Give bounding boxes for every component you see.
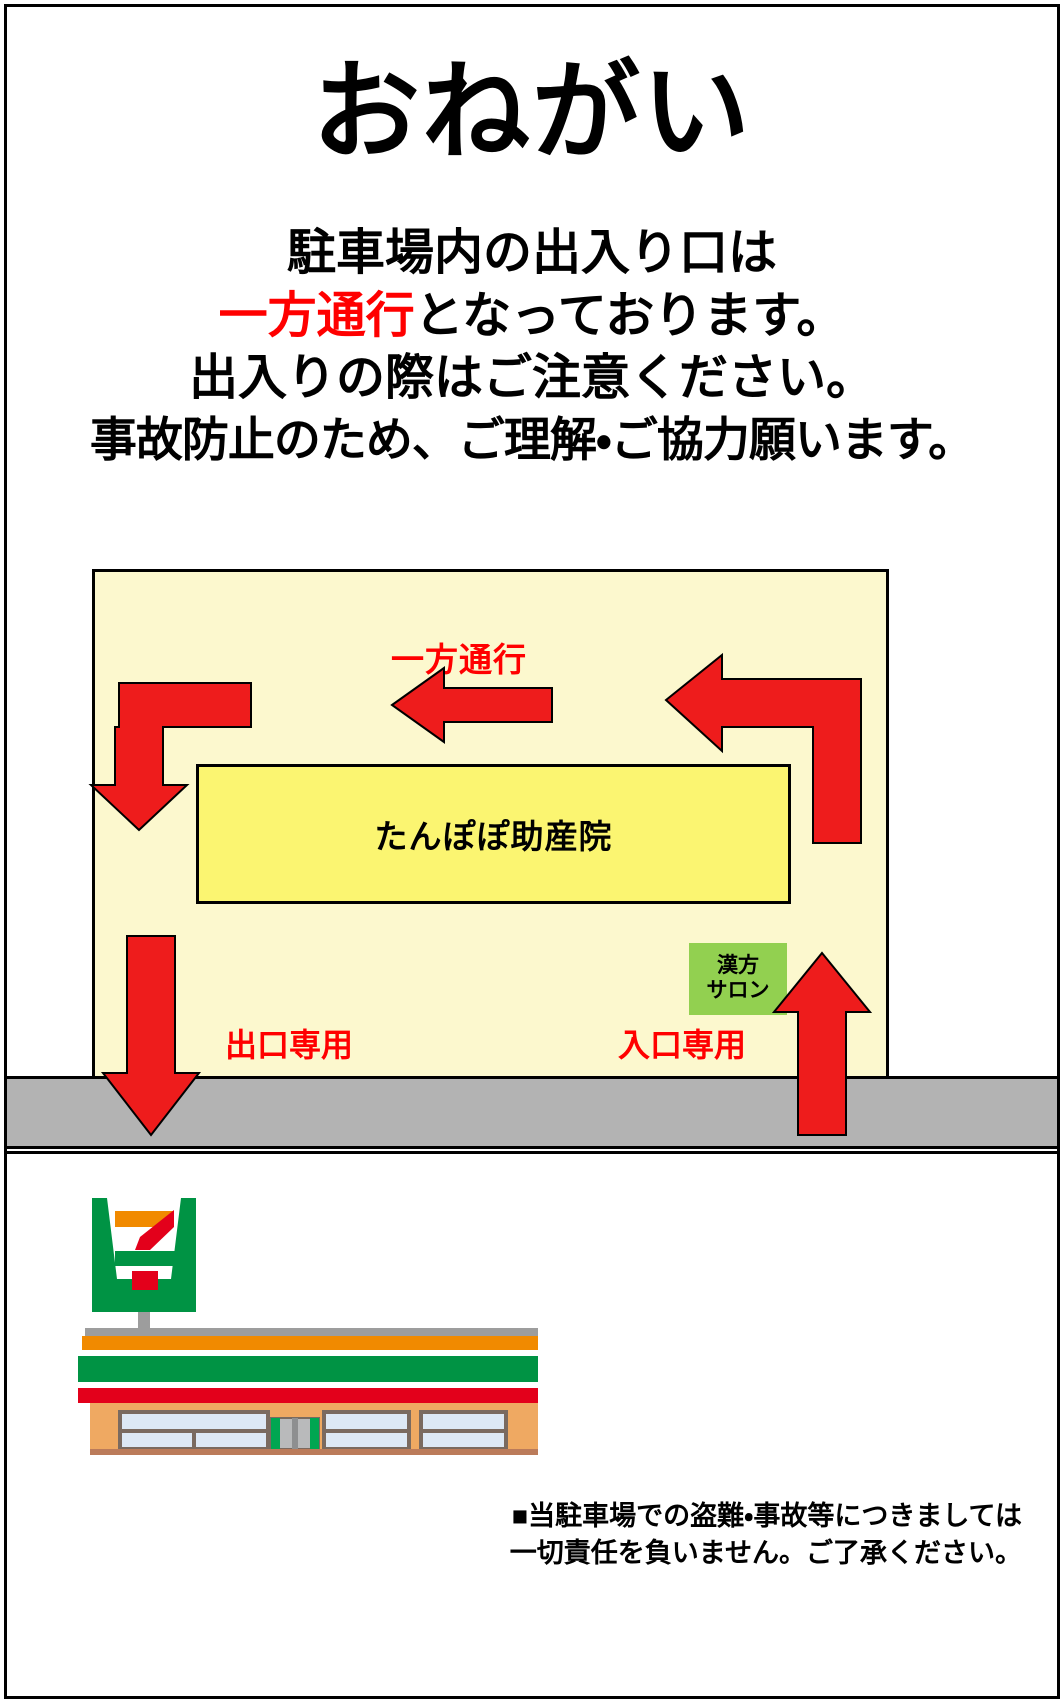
page-title: おねがい xyxy=(311,51,752,172)
store-base xyxy=(90,1449,538,1455)
facade-band-red xyxy=(78,1388,538,1403)
sign-pole xyxy=(138,1312,150,1330)
disclaimer-line-1: ■当駐車場での盗難・事故等につきましては xyxy=(511,1501,1022,1531)
oneway-highlight: 一方通行 xyxy=(218,288,415,343)
disclaimer-line-2: 一切責任を負いません。ご了承ください。 xyxy=(509,1538,1022,1569)
oneway-caption: 一方通行 xyxy=(391,641,527,678)
notice-line-3: 出入りの際はご注意ください。 xyxy=(188,351,875,406)
exit-only-label: 出口専用 xyxy=(225,1027,354,1063)
salon-label-line2: サロン xyxy=(706,979,770,1002)
headline-area: おねがい xyxy=(0,51,1064,172)
notice-body: 駐車場内の出入り口は 一方通行となっております。 出入りの際はご注意ください。 … xyxy=(0,222,1064,470)
convenience-store-illustration xyxy=(78,1198,538,1455)
store-window-left xyxy=(118,1410,270,1451)
parking-lot-diagram: 一方通行 たんぽぽ助産院 漢方 サロン 出口専用 入口専用 xyxy=(92,569,889,1081)
facade-band-green xyxy=(78,1356,538,1382)
entrance-only-label: 入口専用 xyxy=(618,1027,747,1063)
notice-line-1: 駐車場内の出入り口は xyxy=(286,226,777,280)
store-window-center xyxy=(322,1410,411,1451)
section-divider xyxy=(7,1151,1057,1154)
store-window-right xyxy=(419,1410,508,1451)
clinic-label: たんぽぽ助産院 xyxy=(374,818,613,855)
clinic-building: たんぽぽ助産院 xyxy=(196,764,791,904)
kampo-salon-building: 漢方 サロン xyxy=(689,943,787,1015)
notice-line-2-rest: となっております。 xyxy=(414,288,846,343)
street-strip xyxy=(7,1076,1057,1149)
notice-line-4: 事故防止のため、ご理解・ご協力願います。 xyxy=(89,413,975,467)
salon-label-line1: 漢方 xyxy=(717,954,759,978)
store-entrance-door xyxy=(270,1417,320,1450)
disclaimer-block: ■当駐車場での盗難・事故等につきましては 一切責任を負いません。ご了承ください。 xyxy=(0,1498,1040,1573)
notice-line-2: 一方通行となっております。 xyxy=(0,285,1064,348)
facade-band-orange xyxy=(82,1336,538,1350)
store-roof-edge xyxy=(85,1328,538,1336)
seven-eleven-logo xyxy=(92,1198,196,1312)
